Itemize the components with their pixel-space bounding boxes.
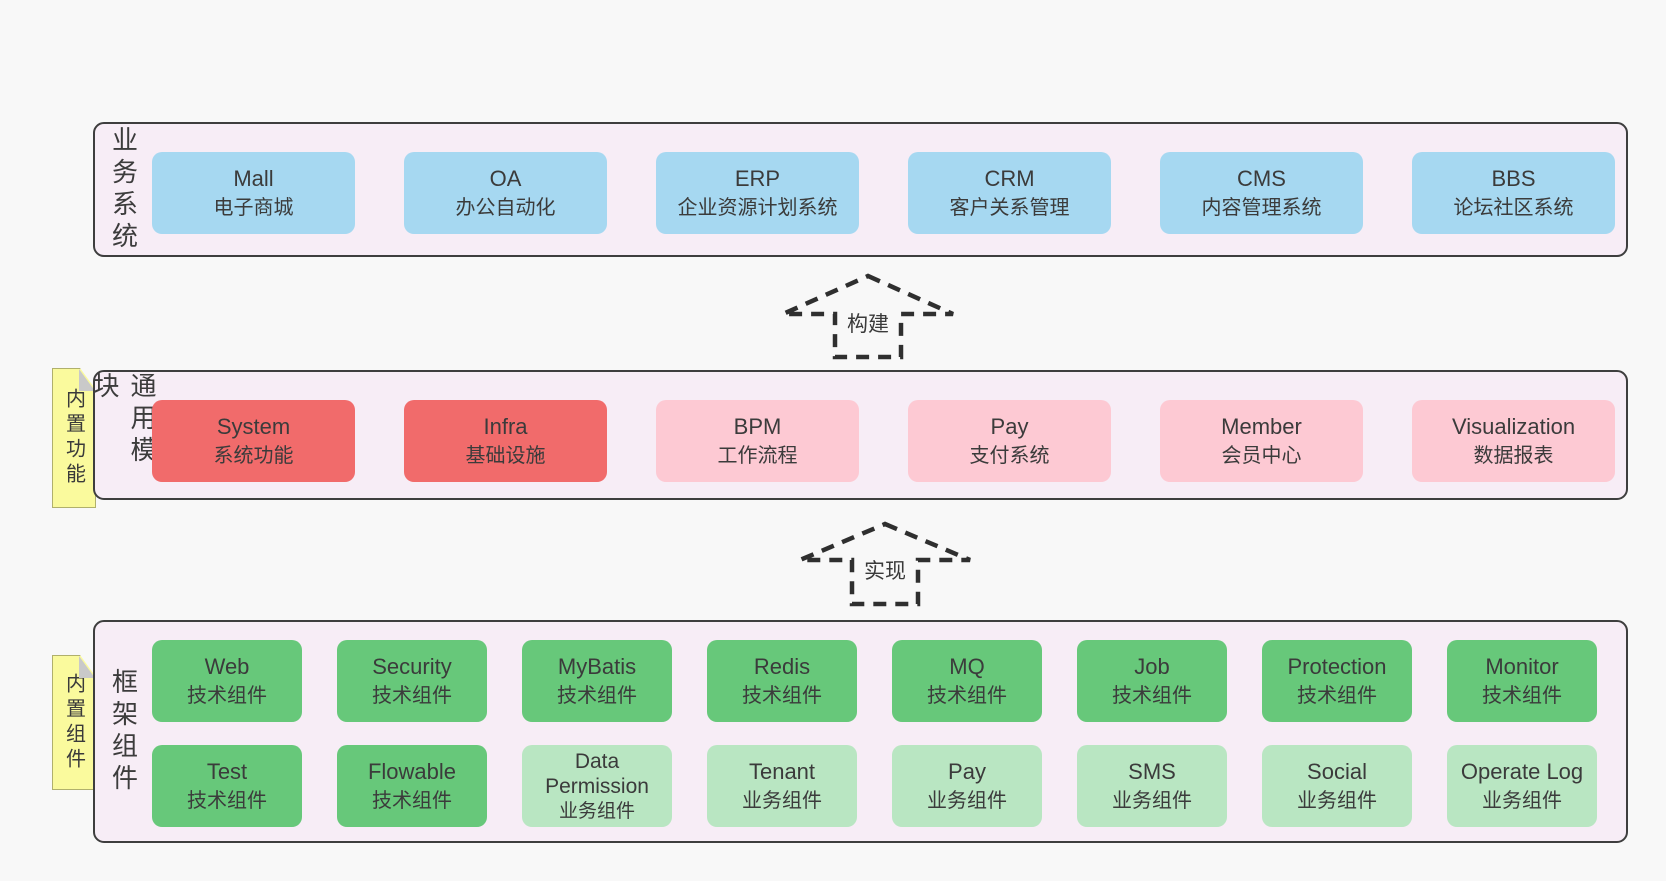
box-crm: CRM 客户关系管理 bbox=[908, 152, 1111, 234]
box-job: Job 技术组件 bbox=[1077, 640, 1227, 722]
box-bpm: BPM 工作流程 bbox=[656, 400, 859, 482]
box-web: Web 技术组件 bbox=[152, 640, 302, 722]
arrow-label: 构建 bbox=[847, 313, 889, 336]
box-flowable: Flowable 技术组件 bbox=[337, 745, 487, 827]
box-oa: OA 办公自动化 bbox=[404, 152, 607, 234]
sticky-note-builtin-components: 内置组件 bbox=[52, 655, 96, 790]
box-infra: Infra 基础设施 bbox=[404, 400, 607, 482]
box-visualization: Visualization 数据报表 bbox=[1412, 400, 1615, 482]
panel-framework-components: 框架组件 Web 技术组件 Security 技术组件 MyBatis 技术组件… bbox=[93, 620, 1628, 843]
arrow-label: 实现 bbox=[864, 560, 906, 583]
panel-business-systems: 业务系统 Mall 电子商城 OA 办公自动化 ERP 企业资源计划系统 CRM… bbox=[93, 122, 1628, 257]
box-social: Social 业务组件 bbox=[1262, 745, 1412, 827]
box-security: Security 技术组件 bbox=[337, 640, 487, 722]
up-arrow-icon bbox=[799, 521, 971, 607]
box-mall: Mall 电子商城 bbox=[152, 152, 355, 234]
sticky-label: 内置组件 bbox=[62, 672, 85, 773]
box-protection: Protection 技术组件 bbox=[1262, 640, 1412, 722]
framework-row-2: Test 技术组件 Flowable 技术组件 Data Permission … bbox=[152, 745, 1597, 827]
panel-common-modules: 通用模块 System 系统功能 Infra 基础设施 BPM 工作流程 Pay… bbox=[90, 370, 1628, 500]
box-data-permission: Data Permission 业务组件 bbox=[522, 745, 672, 827]
box-cms: CMS 内容管理系统 bbox=[1160, 152, 1363, 234]
arrow-build: 构建 bbox=[782, 273, 954, 360]
box-member: Member 会员中心 bbox=[1160, 400, 1363, 482]
framework-row-1: Web 技术组件 Security 技术组件 MyBatis 技术组件 Redi… bbox=[152, 640, 1597, 722]
box-tenant: Tenant 业务组件 bbox=[707, 745, 857, 827]
box-monitor: Monitor 技术组件 bbox=[1447, 640, 1597, 722]
modules-row: System 系统功能 Infra 基础设施 BPM 工作流程 Pay 支付系统… bbox=[152, 400, 1615, 482]
section-label-modules: 通用模块 bbox=[90, 372, 157, 468]
section-label-business: 业务系统 bbox=[108, 125, 139, 254]
box-system: System 系统功能 bbox=[152, 400, 355, 482]
box-erp: ERP 企业资源计划系统 bbox=[656, 152, 859, 234]
box-sms: SMS 业务组件 bbox=[1077, 745, 1227, 827]
sticky-label: 内置功能 bbox=[62, 388, 85, 488]
business-row: Mall 电子商城 OA 办公自动化 ERP 企业资源计划系统 CRM 客户关系… bbox=[152, 152, 1615, 234]
box-mybatis: MyBatis 技术组件 bbox=[522, 640, 672, 722]
arrow-implement: 实现 bbox=[799, 521, 971, 607]
up-arrow-icon bbox=[782, 273, 954, 360]
box-pay: Pay 支付系统 bbox=[908, 400, 1111, 482]
box-test: Test 技术组件 bbox=[152, 745, 302, 827]
box-mq: MQ 技术组件 bbox=[892, 640, 1042, 722]
section-label-framework: 框架组件 bbox=[108, 667, 139, 796]
box-pay-component: Pay 业务组件 bbox=[892, 745, 1042, 827]
box-operate-log: Operate Log 业务组件 bbox=[1447, 745, 1597, 827]
box-bbs: BBS 论坛社区系统 bbox=[1412, 152, 1615, 234]
box-redis: Redis 技术组件 bbox=[707, 640, 857, 722]
